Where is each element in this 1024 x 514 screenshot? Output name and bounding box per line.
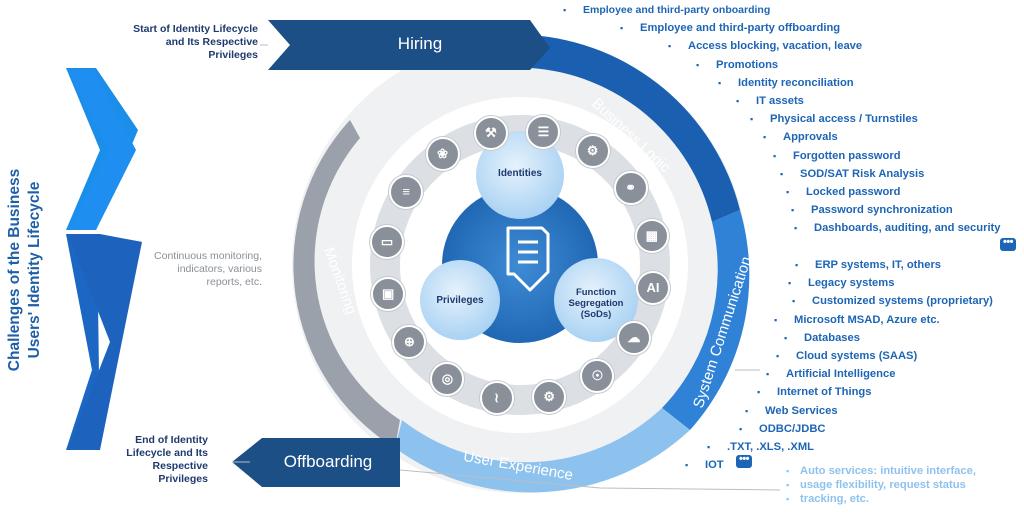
privileges-bubble bbox=[420, 260, 500, 340]
sod-label: Function Segregation (SoDs) bbox=[556, 287, 636, 320]
system-item: Databases bbox=[784, 331, 860, 345]
business-logic-item: Promotions bbox=[696, 58, 778, 72]
more-systems-button[interactable]: ••• bbox=[736, 454, 752, 468]
business-logic-item: Forgotten password bbox=[773, 149, 900, 163]
sod-line-1: Function bbox=[575, 287, 617, 298]
start-note: Start of Identity Lifecycle and Its Resp… bbox=[110, 23, 258, 62]
monitoring-note-line-3: reports, etc. bbox=[206, 276, 262, 288]
start-note-line-3: Privileges bbox=[208, 49, 258, 61]
settings-search-icon: ⚙ bbox=[575, 134, 610, 169]
sod-bubble bbox=[554, 258, 638, 342]
system-item: ERP systems, IT, others bbox=[795, 258, 941, 272]
business-logic-item: Physical access / Turnstiles bbox=[750, 112, 918, 126]
identities-bubble bbox=[476, 131, 564, 219]
lock-icon: ☉ bbox=[580, 358, 615, 393]
side-title: Challenges of the Business Users' Identi… bbox=[5, 125, 65, 415]
system-item: ODBC/JDBC bbox=[739, 422, 825, 436]
business-logic-item: Locked password bbox=[786, 185, 900, 199]
end-note-line-1: End of Identity bbox=[135, 434, 208, 446]
offboarding-arrow bbox=[232, 438, 400, 487]
user-experience-arc bbox=[395, 408, 690, 493]
sod-line-3: (SoDs) bbox=[580, 309, 612, 320]
business-logic-item: Dashboards, auditing, and security bbox=[794, 221, 1000, 235]
system-item: Legacy systems bbox=[788, 276, 895, 290]
system-item: Cloud systems (SAAS) bbox=[776, 349, 917, 363]
robot-arm-icon: ⚒ bbox=[473, 116, 508, 151]
monitoring-note-line-2: indicators, various bbox=[177, 263, 262, 275]
ux-line-1: Auto services: intuitive interface, bbox=[800, 465, 976, 477]
document-check-icon bbox=[506, 226, 550, 292]
ux-item-cont: usage flexibility, request status bbox=[786, 478, 976, 492]
monitoring-note-line-1: Continuous monitoring, bbox=[154, 250, 262, 262]
ux-item: Auto services: intuitive interface, bbox=[786, 464, 976, 478]
firewall-icon: ▦ bbox=[634, 218, 669, 253]
gears-icon: ⚙ bbox=[532, 379, 567, 414]
hiring-label: Hiring bbox=[397, 34, 443, 53]
route-icon: ≀ bbox=[479, 380, 514, 415]
ai-chip-icon: AI bbox=[635, 271, 670, 306]
system-item: Customized systems (proprietary) bbox=[792, 294, 993, 308]
business-logic-item: Approvals bbox=[763, 130, 838, 144]
system-item: IOT bbox=[685, 458, 723, 472]
ux-list: Auto services: intuitive interface, usag… bbox=[786, 464, 976, 506]
business-logic-item: SOD/SAT Risk Analysis bbox=[780, 167, 924, 181]
ux-line-3: tracking, etc. bbox=[800, 493, 870, 505]
monitoring-arc bbox=[293, 120, 400, 448]
start-note-line-1: Start of Identity Lifecycle bbox=[133, 23, 258, 35]
business-logic-item: Employee and third-party onboarding bbox=[563, 3, 770, 17]
connector-lines bbox=[232, 44, 781, 491]
business-logic-item: Access blocking, vacation, leave bbox=[668, 39, 862, 53]
business-logic-item: IT assets bbox=[736, 94, 804, 108]
business-logic-item: Password synchronization bbox=[791, 203, 953, 217]
side-title-line-2: Users' Identity Lifecycle bbox=[26, 181, 43, 359]
system-item: Artificial Intelligence bbox=[766, 367, 895, 381]
monitor-chart-icon: ▭ bbox=[370, 224, 405, 259]
end-note: End of Identity Lifecycle and Its Respec… bbox=[100, 434, 208, 486]
system-item: .TXT, .XLS, .XML bbox=[707, 440, 814, 454]
server-icon: ☰ bbox=[526, 115, 561, 150]
identities-label: Identities bbox=[498, 168, 542, 179]
ux-item-cont: tracking, etc. bbox=[786, 492, 976, 506]
end-note-line-3: Respective bbox=[152, 460, 208, 472]
side-chevron-graphic bbox=[66, 68, 142, 450]
business-logic-item: Employee and third-party offboarding bbox=[620, 21, 840, 35]
business-logic-arc bbox=[530, 35, 740, 222]
ux-line-2: usage flexibility, request status bbox=[800, 479, 966, 491]
monitoring-note: Continuous monitoring, indicators, vario… bbox=[130, 250, 262, 289]
system-item: Microsoft MSAD, Azure etc. bbox=[774, 313, 940, 327]
end-note-line-2: Lifecycle and Its bbox=[126, 447, 208, 459]
link-icon: ⚭ bbox=[613, 170, 648, 205]
hiring-arrow bbox=[268, 20, 550, 70]
cloud-icon: ☁ bbox=[616, 320, 651, 355]
business-logic-item: Identity reconciliation bbox=[718, 76, 854, 90]
start-note-line-2: and Its Respective bbox=[165, 36, 258, 48]
sod-line-2: Segregation bbox=[568, 298, 624, 309]
brain-icon: ❀ bbox=[425, 137, 460, 172]
side-title-line-1: Challenges of the Business bbox=[6, 168, 23, 372]
cpu-icon: ▣ bbox=[371, 277, 406, 312]
end-note-line-4: Privileges bbox=[158, 473, 208, 485]
fingerprint-icon: ◎ bbox=[430, 361, 465, 396]
database-icon: ≡ bbox=[389, 175, 424, 210]
more-business-logic-button[interactable]: ••• bbox=[1000, 237, 1016, 251]
globe-icon: ⊕ bbox=[392, 325, 427, 360]
system-item: Internet of Things bbox=[757, 385, 872, 399]
privileges-label: Privileges bbox=[436, 295, 484, 306]
offboarding-label: Offboarding bbox=[283, 452, 373, 471]
system-item: Web Services bbox=[745, 404, 837, 418]
system-communication-arc bbox=[662, 210, 750, 430]
